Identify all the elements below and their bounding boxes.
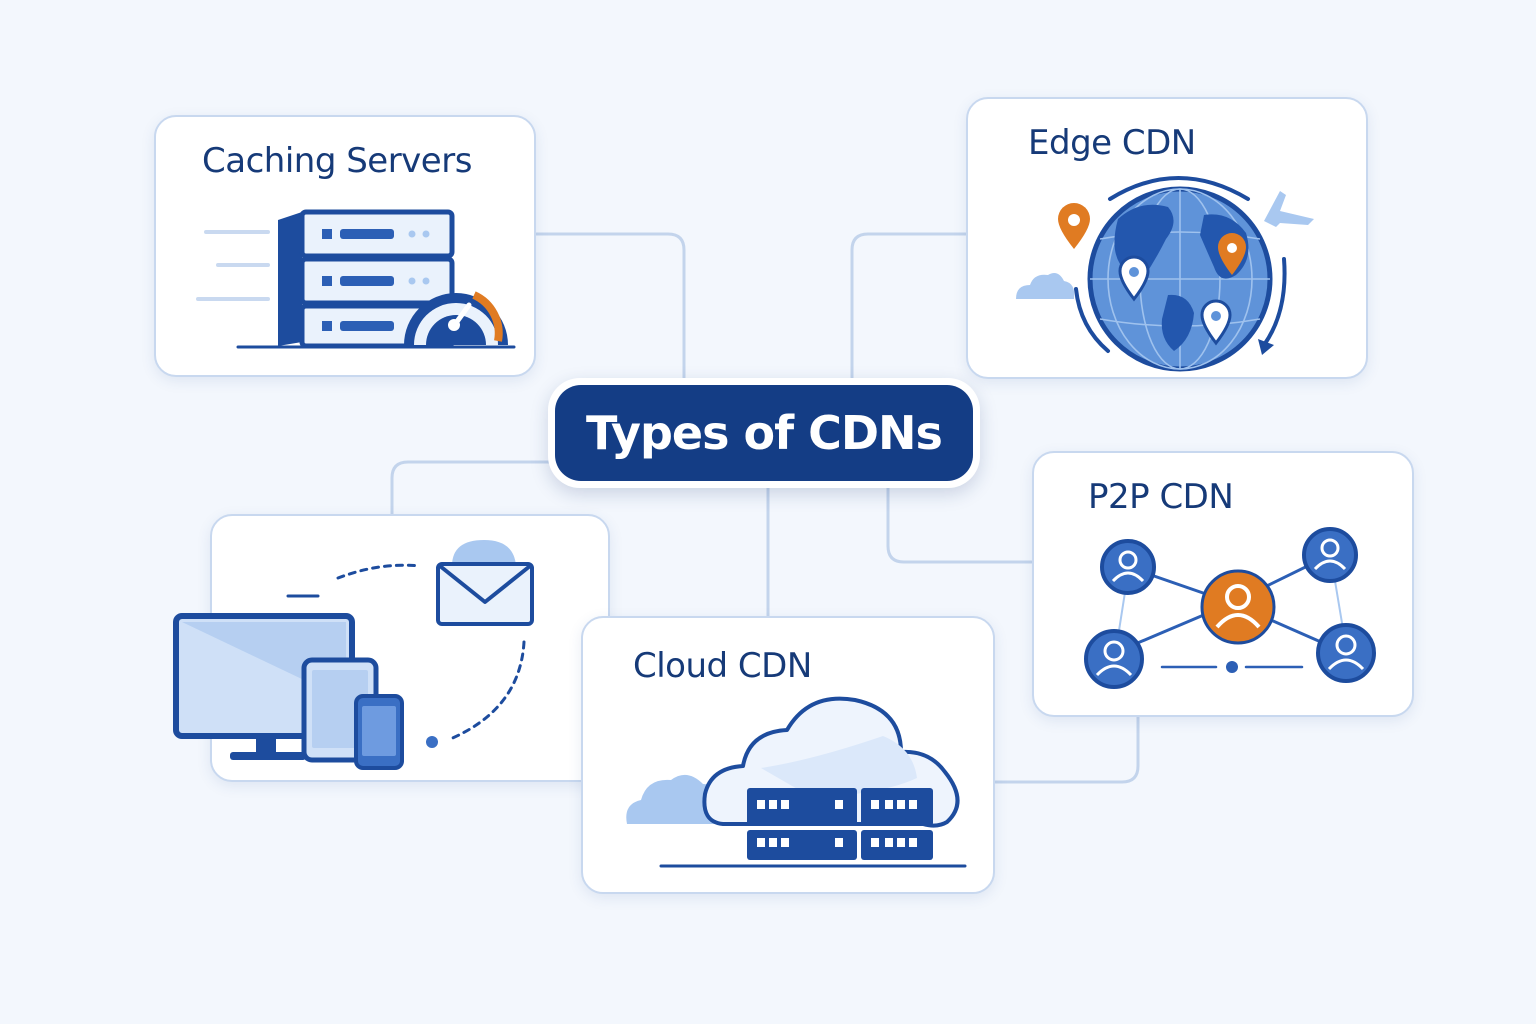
- user-icon: [1084, 629, 1144, 689]
- cloud-cdn-card[interactable]: Cloud CDN: [581, 616, 995, 894]
- location-pin-icon: [1118, 255, 1150, 302]
- connector-devices: [390, 460, 550, 516]
- central-node[interactable]: Types of CDNs: [548, 378, 980, 488]
- caching-servers-card[interactable]: Caching Servers: [154, 115, 536, 377]
- user-icon: [1302, 527, 1358, 583]
- location-pin-icon: [1218, 233, 1246, 275]
- connector-caching: [534, 232, 686, 380]
- user-icon: [1316, 623, 1376, 683]
- user-icon: [1200, 569, 1276, 645]
- edge-cdn-card[interactable]: Edge CDN: [966, 97, 1368, 379]
- caching-servers-title: Caching Servers: [202, 141, 472, 181]
- peer-network-icon: [1084, 527, 1376, 689]
- edge-cdn-title: Edge CDN: [1028, 123, 1196, 163]
- p2p-cdn-card[interactable]: P2P CDN: [1032, 451, 1414, 717]
- central-node-label: Types of CDNs: [555, 385, 973, 481]
- location-pin-icon: [1200, 299, 1232, 346]
- connector-edge: [850, 232, 968, 380]
- server-speedometer-icon: [196, 209, 516, 349]
- location-pin-icon: [1058, 203, 1090, 249]
- user-icon: [1100, 539, 1156, 595]
- p2p-cdn-title: P2P CDN: [1088, 477, 1234, 517]
- cloud-server-icon: [626, 696, 967, 868]
- connector-p2p: [886, 488, 1034, 564]
- connector-cloud-p2p: [994, 716, 1140, 784]
- cloud-cdn-title: Cloud CDN: [633, 646, 812, 686]
- globe-location-pins-icon: [1016, 176, 1314, 372]
